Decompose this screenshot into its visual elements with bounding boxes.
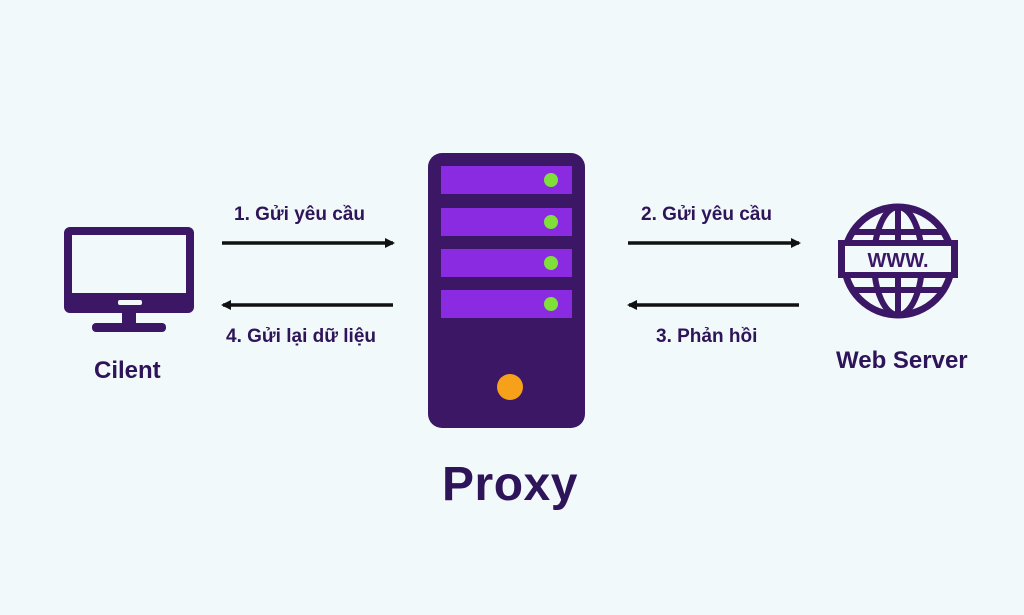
web-server-label: Web Server <box>836 347 968 374</box>
step-4-label: 4. Gửi lại dữ liệu <box>226 326 376 347</box>
step-2-label: 2. Gửi yêu cầu <box>641 204 772 225</box>
client-label: Cilent <box>94 357 161 384</box>
globe-icon: WWW. <box>838 203 958 319</box>
monitor-icon <box>64 227 194 332</box>
step-3-label: 3. Phản hồi <box>656 326 758 347</box>
server-icon <box>428 153 585 428</box>
status-light <box>544 215 558 229</box>
globe-text: WWW. <box>867 250 928 272</box>
status-light <box>544 297 558 311</box>
power-light <box>497 374 523 400</box>
status-light <box>544 256 558 270</box>
status-light <box>544 173 558 187</box>
step-1-label: 1. Gửi yêu cầu <box>234 204 365 225</box>
proxy-title: Proxy <box>442 458 578 511</box>
